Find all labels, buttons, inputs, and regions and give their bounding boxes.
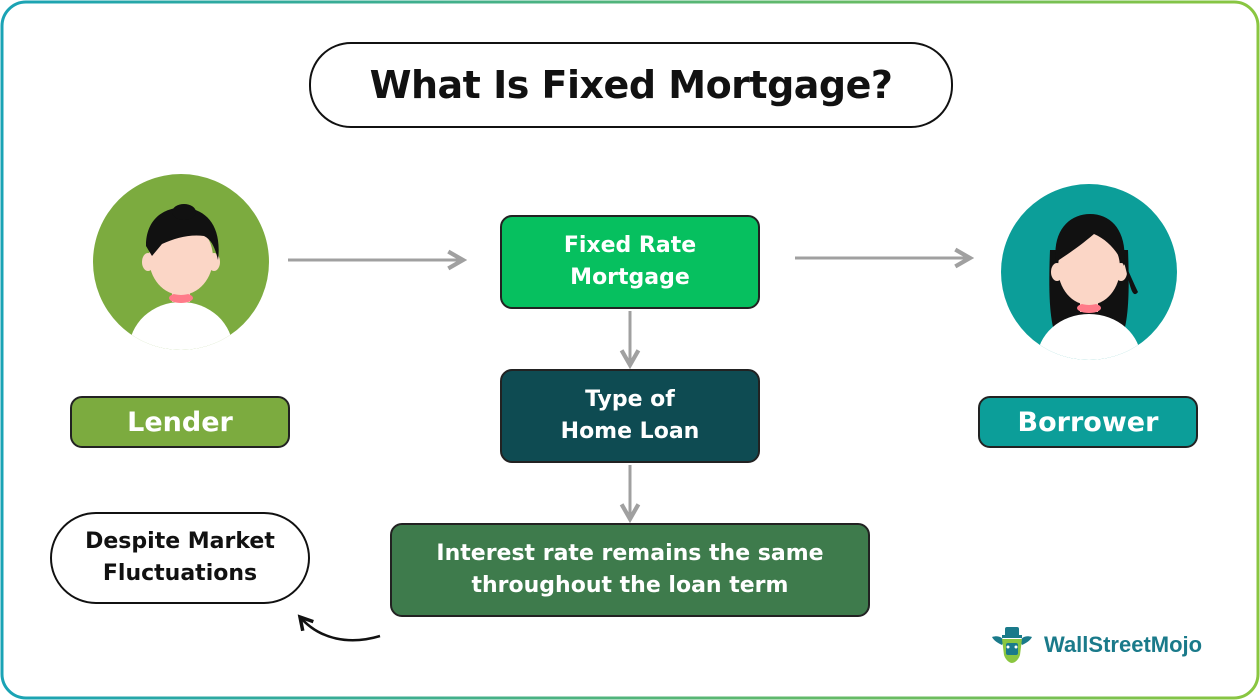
fixed-rate-mortgage-text: Fixed Rate Mortgage bbox=[563, 233, 697, 290]
lender-label: Lender bbox=[70, 396, 290, 448]
home-loan-text: Type of Home Loan bbox=[560, 387, 700, 444]
interest-rate-node: Interest rate remains the same throughou… bbox=[390, 523, 870, 617]
brand-logo: WallStreetMojo bbox=[988, 620, 1238, 670]
fixed-rate-mortgage-node: Fixed Rate Mortgage bbox=[500, 215, 760, 309]
borrower-label: Borrower bbox=[978, 396, 1198, 448]
arrow-interest-to-note bbox=[300, 617, 381, 642]
home-loan-node: Type of Home Loan bbox=[500, 369, 760, 463]
interest-rate-text: Interest rate remains the same throughou… bbox=[436, 541, 824, 598]
page-title: What Is Fixed Mortgage? bbox=[309, 42, 953, 128]
brand-name: WallStreetMojo bbox=[1044, 632, 1203, 657]
bull-icon bbox=[992, 627, 1032, 663]
market-fluctuations-note: Despite Market Fluctuations bbox=[50, 512, 310, 604]
market-fluctuations-text: Despite Market Fluctuations bbox=[85, 529, 275, 586]
